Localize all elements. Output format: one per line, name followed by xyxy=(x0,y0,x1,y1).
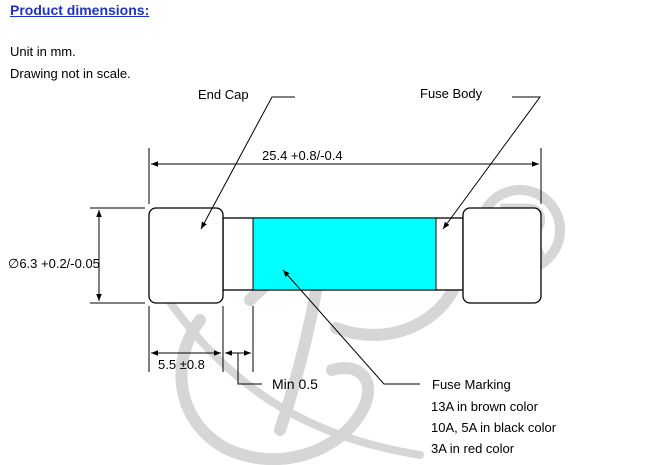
scale-note: Drawing not in scale. xyxy=(10,66,131,81)
unit-note: Unit in mm. xyxy=(10,44,76,59)
min-gap-leader xyxy=(237,353,262,385)
fuse-marking-band xyxy=(252,217,437,291)
fuse-marking-line-2: 10A, 5A in black color xyxy=(431,420,557,435)
fuse-marking-leader xyxy=(282,269,420,385)
end-cap-right xyxy=(462,207,542,304)
page-heading: Product dimensions: xyxy=(10,2,150,18)
end-cap-leader xyxy=(200,96,295,230)
end-cap-label: End Cap xyxy=(198,87,249,102)
fuse-marking-line-3: 3A in red color xyxy=(431,441,515,456)
end-cap-left xyxy=(148,207,224,304)
cap-length-label: 5.5 ±0.8 xyxy=(158,357,205,372)
diameter-label: ∅6.3 +0.2/-0.05 xyxy=(8,256,100,271)
fuse-body-label: Fuse Body xyxy=(420,86,483,101)
min-gap-label: Min 0.5 xyxy=(272,376,318,392)
fuse-body-leader xyxy=(442,96,541,230)
overall-length-label: 25.4 +0.8/-0.4 xyxy=(262,148,343,163)
fuse-marking-label: Fuse Marking xyxy=(432,377,511,392)
fuse-marking-line-1: 13A in brown color xyxy=(431,399,538,414)
